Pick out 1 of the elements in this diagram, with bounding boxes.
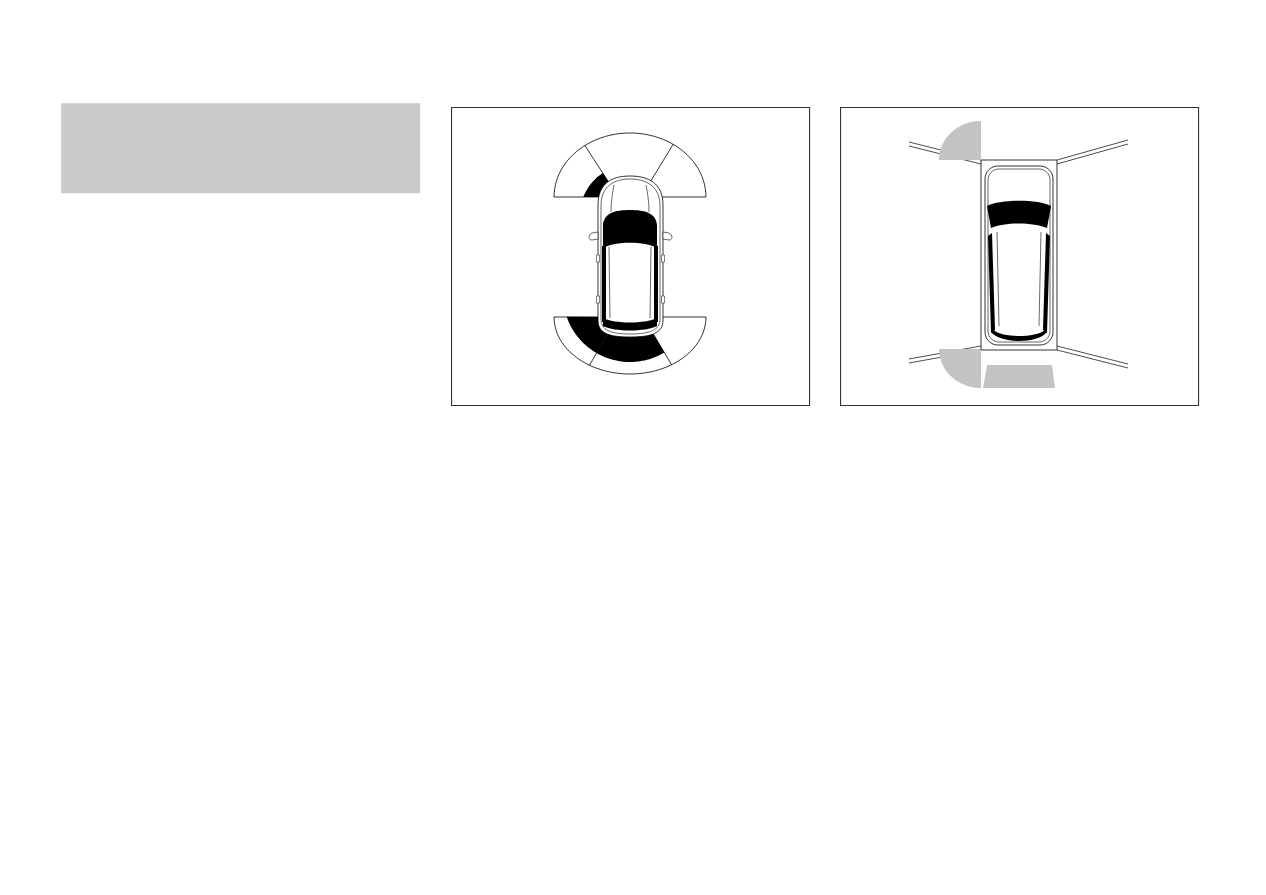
blank-box — [61, 103, 421, 194]
